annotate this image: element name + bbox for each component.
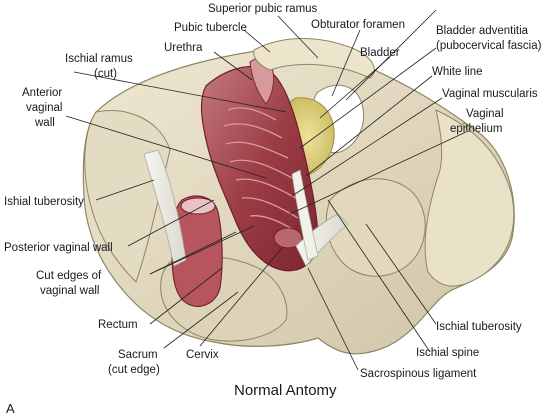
panel-letter: A xyxy=(6,401,15,416)
label-white-line: White line xyxy=(432,66,483,78)
label-anterior-vaginal-wall-line2: vaginal xyxy=(26,102,62,114)
label-cut-edges-line1: Cut edges of xyxy=(36,270,102,282)
label-ischial-ramus-line1: Ischial ramus xyxy=(65,53,133,65)
label-sacrospinous-ligament: Sacrospinous ligament xyxy=(360,368,477,380)
label-posterior-vaginal-wall: Posterior vaginal wall xyxy=(4,242,113,254)
label-cut-edges-line2: vaginal wall xyxy=(40,285,99,297)
label-cervix: Cervix xyxy=(186,349,219,361)
label-vaginal-epithelium-line2: epithelium xyxy=(450,123,502,135)
labels: Superior pubic ramus Pubic tubercle Obtu… xyxy=(4,3,542,416)
label-ischial-tuberosity-right: Ischial tuberosity xyxy=(436,321,522,333)
label-superior-pubic-ramus: Superior pubic ramus xyxy=(208,3,318,15)
label-bladder-adventitia-line1: Bladder adventitia xyxy=(436,25,529,37)
label-ischial-spine: Ischial spine xyxy=(416,347,479,359)
label-anterior-vaginal-wall-line1: Anterior xyxy=(22,87,62,99)
cervix-shape xyxy=(273,227,303,249)
rectum-opening xyxy=(180,197,216,215)
right-ilium xyxy=(424,109,515,287)
label-bladder-adventitia-line2: (pubocervical fascia) xyxy=(436,40,542,52)
figure-caption: Normal Antomy xyxy=(234,382,337,399)
ischial-tuberosity-right-shape xyxy=(326,178,426,277)
label-sacrum-line1: Sacrum xyxy=(118,349,158,361)
label-rectum: Rectum xyxy=(98,319,138,331)
label-ischial-ramus-line2: (cut) xyxy=(94,68,117,80)
label-anterior-vaginal-wall-line3: wall xyxy=(34,117,55,129)
label-ishial-tuberosity-left: Ishial tuberosity xyxy=(4,196,84,208)
label-sacrum-line2: (cut edge) xyxy=(108,364,160,376)
label-pubic-tubercle: Pubic tubercle xyxy=(174,22,247,34)
leader-lines xyxy=(65,9,467,371)
label-vaginal-muscularis: Vaginal muscularis xyxy=(442,88,538,100)
label-bladder: Bladder xyxy=(360,47,400,59)
vaginal-rugae xyxy=(223,107,301,235)
label-vaginal-epithelium-line1: Vaginal xyxy=(466,108,504,120)
label-obturator-foramen: Obturator foramen xyxy=(311,19,405,31)
label-urethra: Urethra xyxy=(164,42,203,54)
left-ligament-band xyxy=(143,149,187,267)
